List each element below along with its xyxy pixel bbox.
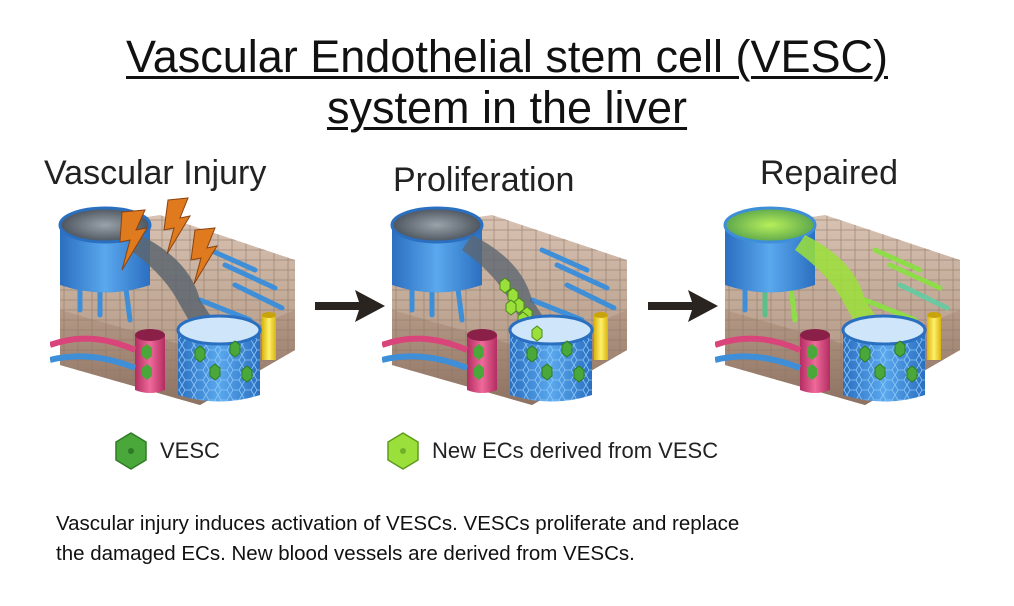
portal-vein	[508, 314, 594, 402]
legend-label-vesc: VESC	[160, 438, 220, 463]
caption-line-1: Vascular injury induces activation of VE…	[56, 512, 740, 535]
injury-lightning-icon	[119, 197, 219, 285]
legend-label-new-ecs: New ECs derived from VESC	[432, 438, 719, 463]
arrow-right-icon	[648, 290, 718, 322]
bile-duct	[927, 312, 941, 360]
hepatic-artery	[382, 329, 497, 393]
portal-vein	[841, 314, 927, 402]
central-vein	[58, 206, 152, 293]
hepatic-artery	[715, 329, 830, 393]
bile-duct	[262, 312, 276, 360]
liver-panel-repaired	[715, 206, 960, 405]
new-ec-cell-icon	[387, 432, 419, 470]
liver-panel-proliferation	[382, 206, 627, 405]
central-vein	[390, 206, 484, 293]
damaged-vessel-channel	[130, 235, 220, 340]
stage-label-repaired: Repaired	[760, 154, 898, 192]
title-line-1: Vascular Endothelial stem cell (VESC)	[126, 31, 888, 82]
central-vein	[723, 206, 817, 293]
arrow-right-icon	[315, 290, 385, 322]
bile-duct	[594, 312, 608, 360]
stage-label-vascular-injury: Vascular Injury	[44, 154, 267, 192]
portal-vein	[176, 314, 262, 402]
repaired-vessel-channel	[795, 235, 885, 340]
liver-panel-injury	[50, 197, 295, 405]
caption-line-2: the damaged ECs. New blood vessels are d…	[56, 542, 635, 565]
stage-label-proliferation: Proliferation	[393, 161, 575, 199]
title-line-2: system in the liver	[326, 82, 688, 133]
vesc-cell-icon	[115, 432, 147, 470]
hepatic-artery	[50, 329, 165, 393]
